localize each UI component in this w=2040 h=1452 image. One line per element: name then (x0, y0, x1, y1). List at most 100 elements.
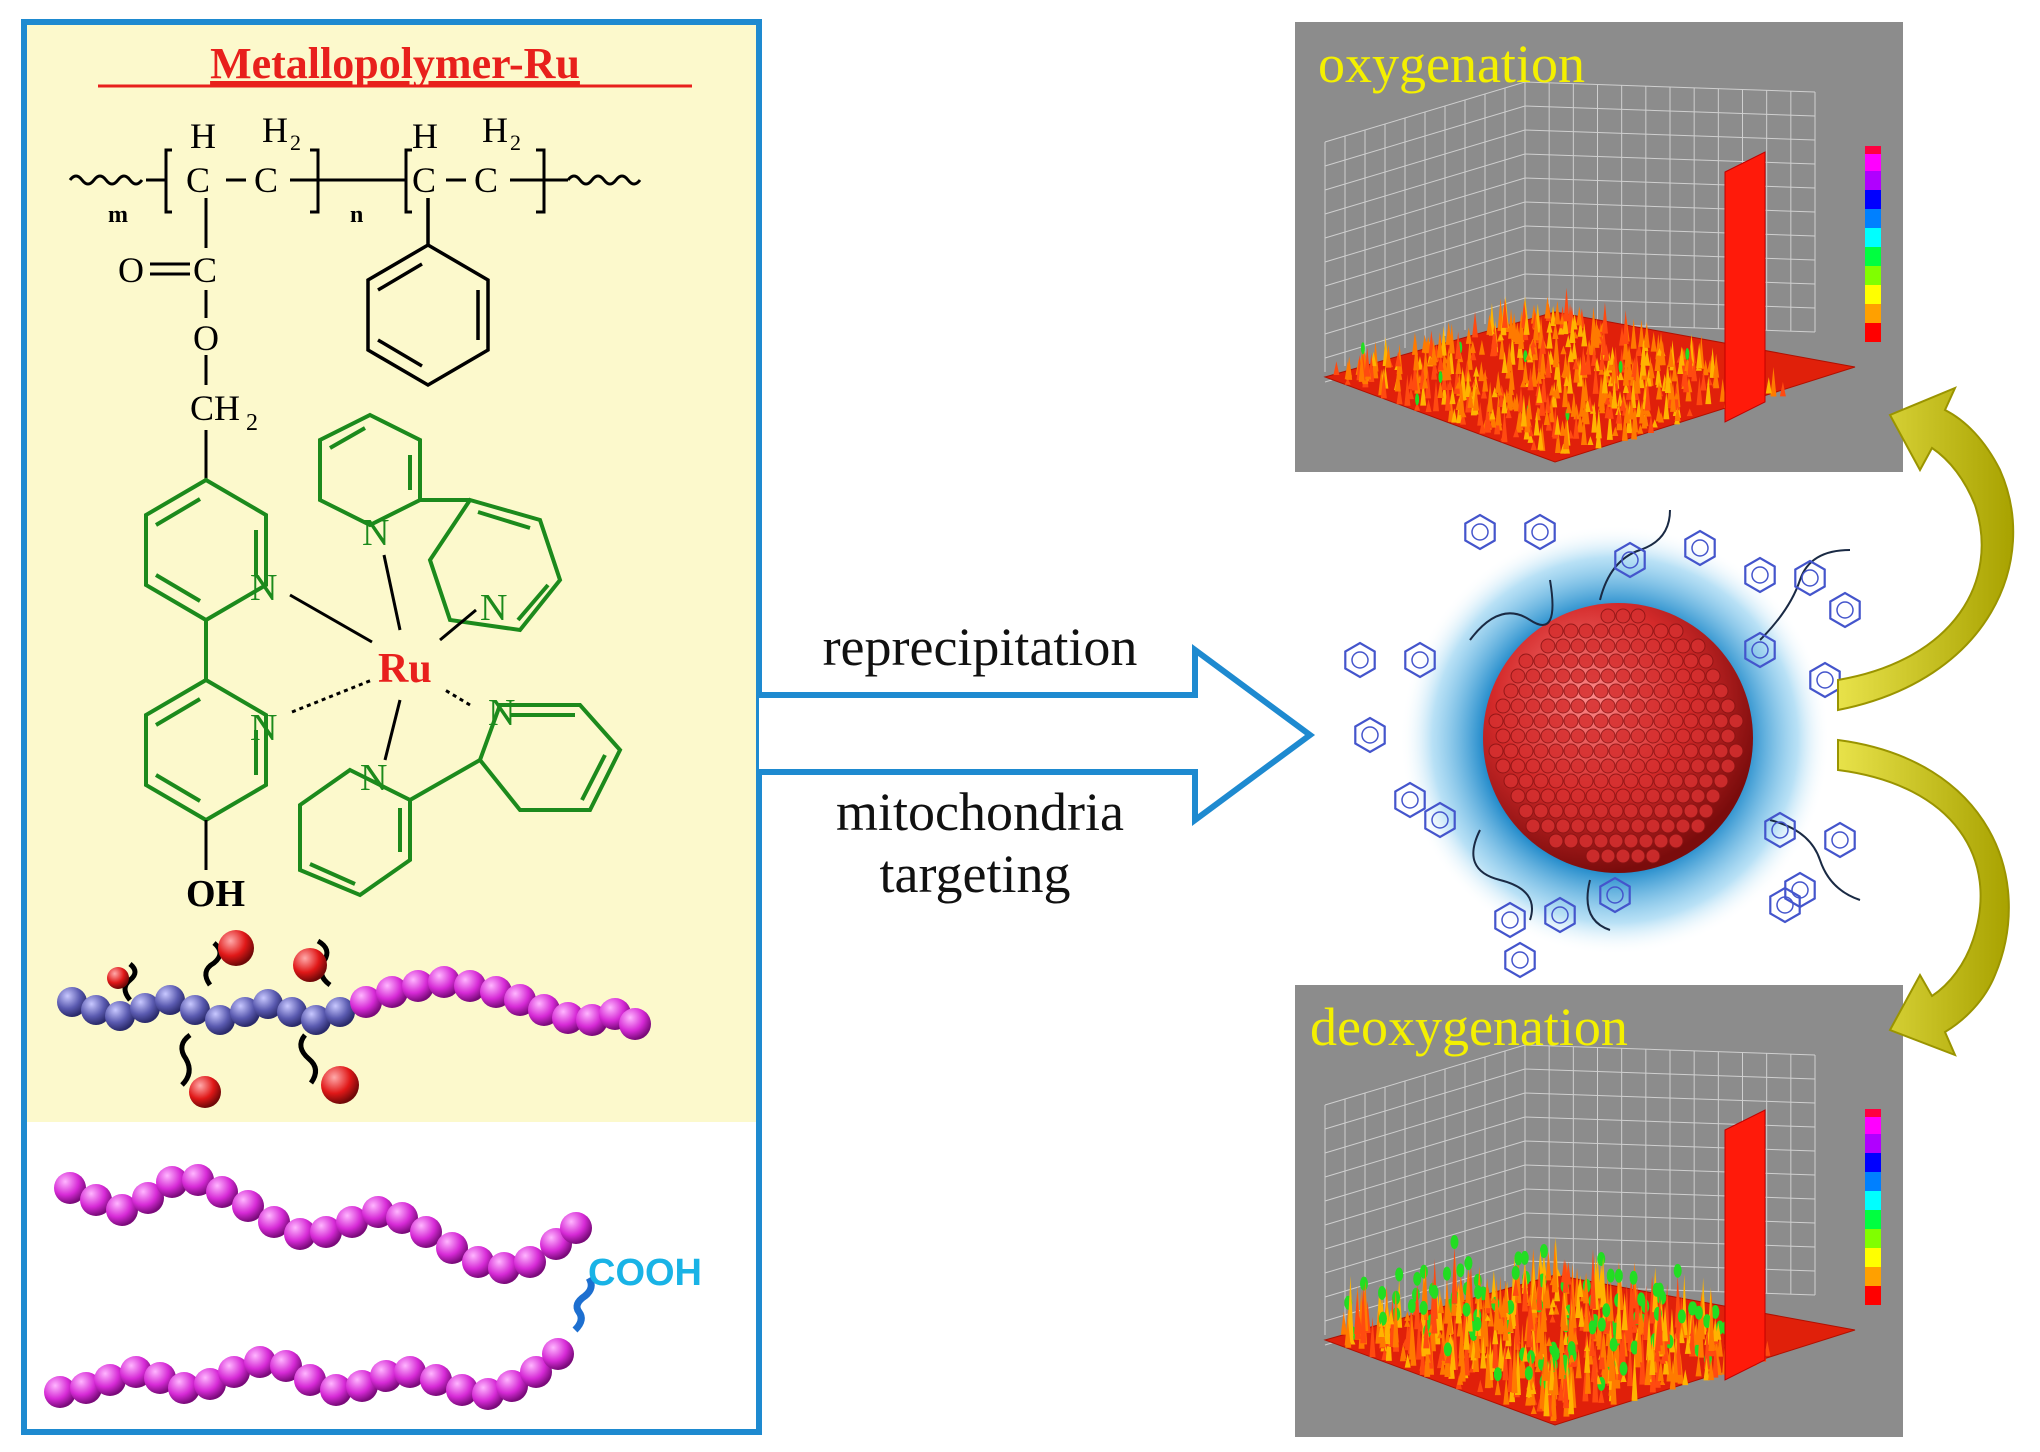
surface-spike (1626, 367, 1633, 374)
core-bead (1683, 803, 1699, 819)
surface-spike (1612, 426, 1619, 437)
surface-spike (1533, 411, 1540, 436)
surface-spike (1490, 1297, 1497, 1304)
surface-spike (1678, 1327, 1685, 1344)
phenyl-ring-icon (1829, 591, 1861, 629)
surface-green-peak (1609, 1337, 1618, 1352)
blue-bead (230, 997, 260, 1027)
surface-spike (1465, 327, 1472, 344)
red-bead-1 (107, 967, 129, 989)
surface-spike (1514, 1294, 1521, 1350)
grid-line (1524, 105, 1816, 117)
phenyl-ring-icon (1744, 631, 1776, 669)
core-bead (1623, 803, 1639, 819)
core-bead (1533, 683, 1549, 699)
surface-green-peak (1588, 1320, 1597, 1335)
surface-spike (1563, 416, 1570, 450)
surface-spike (1589, 1331, 1596, 1356)
surface-green-peak (1378, 1311, 1387, 1326)
surface-spike (1716, 1331, 1723, 1357)
surface-spike (1624, 401, 1631, 424)
magenta-bead (454, 970, 486, 1002)
surface-green-peak (1677, 1309, 1686, 1324)
core-bead (1660, 758, 1676, 774)
core-bead (1698, 773, 1714, 789)
surface-green-peak (1514, 1251, 1523, 1266)
surface-spike (1465, 370, 1472, 398)
surface-spike (1448, 1350, 1455, 1379)
surface-spike (1678, 346, 1685, 366)
core-bead (1525, 818, 1541, 834)
atom-h2-2-sub: 2 (510, 130, 521, 155)
surface-spike (1580, 376, 1587, 409)
surface-spike (1354, 1291, 1361, 1335)
phenyl-ring-inner (1351, 651, 1369, 669)
core-bead (1488, 713, 1504, 729)
surface-spike (1703, 1357, 1710, 1381)
surface-spike (1558, 1379, 1565, 1401)
magenta-bead (496, 1370, 528, 1402)
surface-spike (1494, 1378, 1501, 1396)
surface-green-peak (1456, 1263, 1465, 1278)
surface-spike (1484, 1278, 1491, 1309)
grid-line (1324, 1044, 1526, 1106)
surface-spike (1552, 1357, 1559, 1396)
core-bead (1608, 743, 1624, 759)
phenyl-ring-inner (1501, 911, 1519, 929)
core-bead (1510, 728, 1526, 744)
surface-spike (1531, 356, 1538, 387)
surface-spike (1704, 1325, 1711, 1370)
core-bead (1653, 773, 1669, 789)
surface-green-peak (1618, 360, 1623, 373)
surface-spike (1604, 395, 1611, 405)
surface-spike (1631, 357, 1638, 377)
magenta-bead (520, 1356, 552, 1388)
surface-spike (1568, 1352, 1575, 1363)
surface-spike (1491, 386, 1498, 398)
surface-spike (1575, 1348, 1582, 1379)
surface-spike (1480, 386, 1487, 399)
phenyl-ring-icon (1354, 716, 1386, 754)
side-chain-5 (298, 1033, 318, 1085)
phenyl-ring-inner (1621, 551, 1639, 569)
surface-spike (1443, 1277, 1450, 1324)
surface-spike (1545, 351, 1552, 378)
core-bead (1668, 683, 1684, 699)
surface-green-peak (1673, 1263, 1682, 1278)
surface-spike (1449, 386, 1456, 405)
grid-line (1524, 1188, 1816, 1200)
core-bead (1630, 848, 1646, 864)
surface-spike (1572, 358, 1579, 370)
cooh-label: COOH (588, 1252, 702, 1294)
surface-spike (1695, 1316, 1702, 1345)
surface-spike (1344, 378, 1351, 385)
phenyl-ring-inner (1776, 896, 1794, 914)
surface-spike (1708, 1290, 1715, 1352)
core-bead (1533, 773, 1549, 789)
surface-spike (1448, 394, 1455, 422)
surface-spike (1410, 1326, 1417, 1366)
surface-spike (1544, 393, 1551, 414)
surface-spike (1581, 403, 1588, 423)
surface-spike (1444, 1353, 1451, 1364)
surface-green-peak (1473, 1317, 1482, 1332)
atom-n-6: N (360, 757, 387, 799)
core-bead (1728, 713, 1744, 729)
core-bead (1713, 773, 1729, 789)
grid-line (1324, 153, 1526, 215)
surface-spike (1440, 325, 1447, 356)
surface-spike (1562, 373, 1569, 408)
core-bead (1653, 803, 1669, 819)
surface-spike (1713, 353, 1720, 378)
grid-line (1524, 1164, 1816, 1176)
phenyl-ring-icon (1599, 876, 1631, 914)
core-bead (1525, 698, 1541, 714)
colorbar-stripe (1865, 152, 1881, 171)
core-bead (1630, 698, 1646, 714)
core-bead (1593, 653, 1609, 669)
phenyl-ring-inner (1751, 641, 1769, 659)
phenyl-ring-inner (1551, 906, 1569, 924)
surface-spike (1686, 408, 1693, 417)
surface-spike (1522, 1269, 1529, 1312)
surface-spike (1553, 1304, 1560, 1315)
